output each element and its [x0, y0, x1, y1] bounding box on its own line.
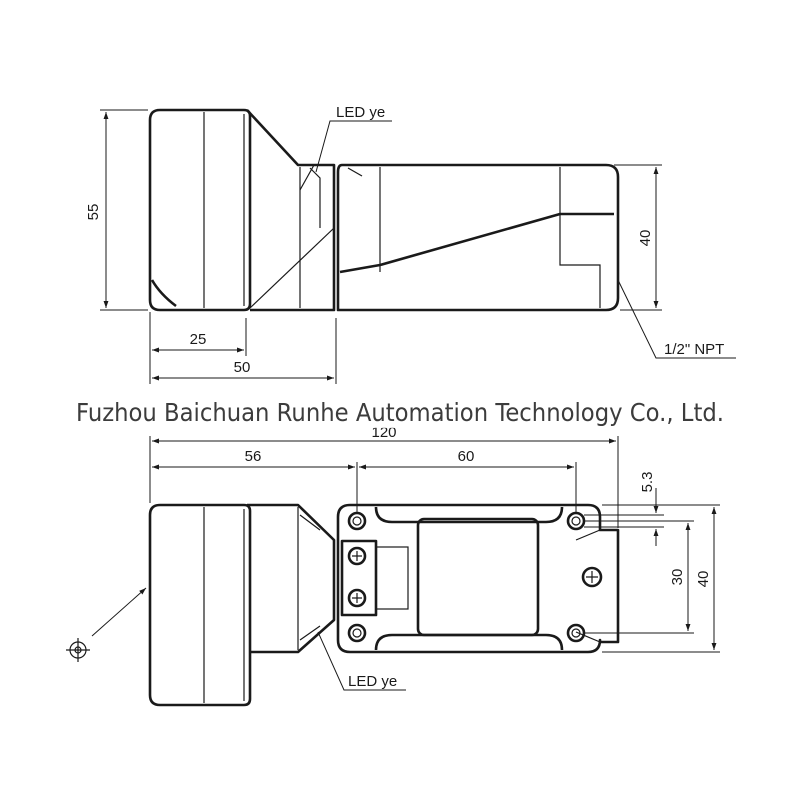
- screw-icon: [347, 588, 367, 608]
- dim-120: 120: [371, 424, 396, 441]
- housing-bottom: [336, 503, 620, 654]
- top-view: LED ye 55 25 50 40 1/2" NPT: [85, 104, 736, 384]
- led-label-bottom: LED ye: [348, 673, 397, 690]
- terminal-block: [340, 539, 378, 617]
- npt-label: 1/2" NPT: [664, 341, 724, 358]
- led-label-top: LED ye: [336, 104, 385, 121]
- housing-top: [336, 163, 620, 312]
- dim-5-3: 5.3: [639, 472, 656, 493]
- company-watermark-text: Fuzhou Baichuan Runhe Automation Technol…: [76, 398, 724, 427]
- dim-55: 55: [85, 204, 102, 221]
- target-symbol-icon: [66, 638, 90, 662]
- dim-30: 30: [669, 569, 686, 586]
- bottom-view: 56 60 5.3 30 40 LED ye: [66, 436, 720, 707]
- mounting-hole-bottom-right: [566, 623, 586, 643]
- dim-56: 56: [245, 448, 262, 465]
- screw-icon: [347, 546, 367, 566]
- mounting-hole-top-right: [566, 511, 586, 531]
- dim-50: 50: [234, 359, 251, 376]
- watermark: 120 Fuzhou Baichuan Runhe Automation Tec…: [60, 392, 740, 441]
- dim-25: 25: [190, 331, 207, 348]
- label-window: [416, 517, 540, 637]
- dim-60: 60: [458, 448, 475, 465]
- screw-icon: [581, 566, 603, 588]
- dim-40-top: 40: [637, 230, 654, 247]
- sensor-head-bottom: [148, 503, 252, 707]
- mounting-hole-top-left: [347, 511, 367, 531]
- dim-40-bottom: 40: [695, 571, 712, 588]
- mounting-hole-bottom-left: [347, 623, 367, 643]
- sensor-head-top: [148, 108, 252, 312]
